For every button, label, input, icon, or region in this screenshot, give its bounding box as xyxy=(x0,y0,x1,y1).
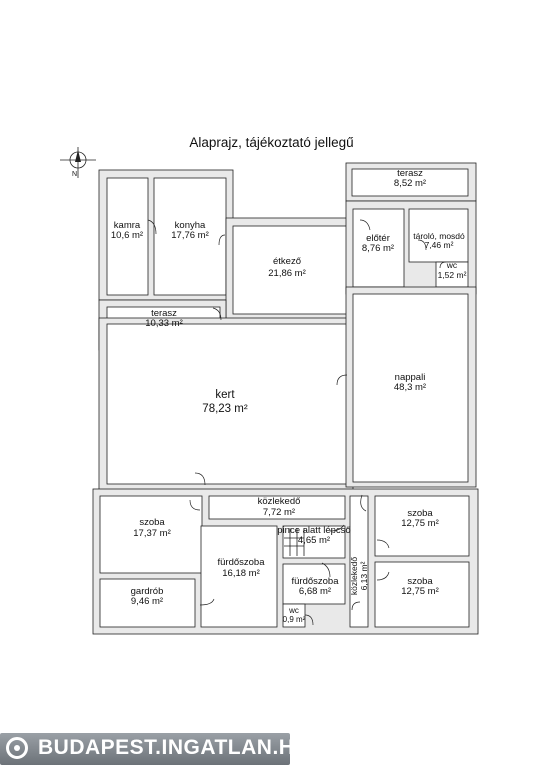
compass-icon: N xyxy=(60,147,96,178)
room-name: szoba xyxy=(407,576,433,587)
room-area: 9,46 m² xyxy=(131,596,163,607)
room-area: 78,23 m² xyxy=(202,403,248,415)
room-area: 7,72 m² xyxy=(263,507,295,518)
room-name: közlekedő xyxy=(258,496,301,507)
door-swings xyxy=(147,219,447,626)
stairs-icon xyxy=(284,528,305,556)
room-area: 0,9 m² xyxy=(283,615,306,624)
room-area: 12,75 m² xyxy=(401,518,439,529)
room-name: fürdőszoba xyxy=(217,557,265,568)
room-area: 12,75 m² xyxy=(401,586,439,597)
room-name: szoba xyxy=(407,508,433,519)
room-area: 8,76 m² xyxy=(362,243,394,254)
room-area: 17,76 m² xyxy=(171,230,209,241)
room-name: étkező xyxy=(273,256,301,267)
room-area: 4,65 m² xyxy=(298,535,330,546)
room-area: 17,37 m² xyxy=(133,528,171,539)
room-area: 6,13 m² xyxy=(359,561,369,590)
room-name: közlekedő xyxy=(349,557,359,596)
room-name: szoba xyxy=(139,517,165,528)
plan-title: Alaprajz, tájékoztató jellegű xyxy=(189,135,354,150)
room-name: wc xyxy=(288,606,299,615)
room-name: terasz xyxy=(397,168,423,179)
room-area: 6,68 m² xyxy=(299,586,331,597)
room-name: gardrób xyxy=(131,586,164,597)
room-name: wc xyxy=(446,260,458,270)
room-name: terasz xyxy=(151,308,177,319)
room-name: nappali xyxy=(395,372,426,383)
watermark-text: BUDAPEST.INGATLAN.HU xyxy=(38,736,311,759)
room-name: fürdőszoba xyxy=(291,576,339,587)
room-area: 21,86 m² xyxy=(268,268,306,279)
room-name: kamra xyxy=(114,220,141,231)
watermark-banner: BUDAPEST.INGATLAN.HU xyxy=(0,733,310,765)
room-area: 1,52 m² xyxy=(438,270,467,280)
room-name: tároló, mosdó xyxy=(413,231,465,241)
room-area: 48,3 m² xyxy=(394,382,426,393)
room-name: konyha xyxy=(175,220,206,231)
room-area: 10,6 m² xyxy=(111,230,143,241)
room-name: pince alatt lépcső xyxy=(277,525,350,536)
room-area: 8,52 m² xyxy=(394,178,426,189)
room-name: előtér xyxy=(366,233,390,244)
location-pin-icon xyxy=(6,737,28,759)
room-area: 10,33 m² xyxy=(145,318,183,329)
room-area: 16,18 m² xyxy=(222,568,260,579)
room-name: kert xyxy=(215,389,235,401)
compass-north-label: N xyxy=(72,171,77,178)
room-area: 7,46 m² xyxy=(425,240,454,250)
